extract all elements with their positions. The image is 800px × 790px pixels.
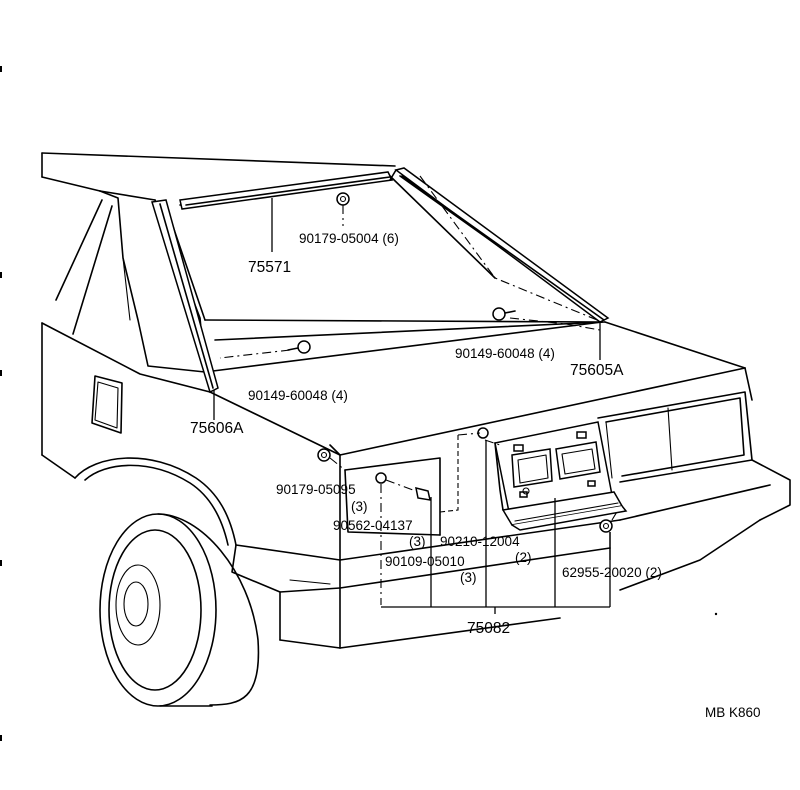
label-90562: 90562-04137 <box>333 518 413 533</box>
leader-lines <box>213 198 611 614</box>
label-90109-qty: (3) <box>460 570 477 585</box>
moulding-75606A <box>151 199 219 394</box>
diagram-code: MB K860 <box>705 705 761 720</box>
grommet-62955-icon <box>599 519 613 533</box>
moulding-75571 <box>179 171 394 210</box>
clip-90179-05004-icon <box>336 192 350 206</box>
label-90179-05095-qty: (3) <box>351 499 368 514</box>
assembly-lines <box>219 175 619 605</box>
clip-90179-05095b-icon <box>375 472 387 484</box>
label-90179-05095: 90179-05095 <box>276 482 356 497</box>
label-90210-qty: (2) <box>515 550 532 565</box>
label-90109: 90109-05010 <box>385 554 465 569</box>
clip-90149-left-icon <box>287 340 311 354</box>
clip-90179-05095-icon <box>317 448 331 462</box>
label-75082: 75082 <box>467 620 510 637</box>
part-labels: 75571 90179-05004 (6) 90149-60048 (4) 75… <box>190 231 761 720</box>
car-body <box>41 152 791 707</box>
label-62955: 62955-20020 (2) <box>562 565 662 580</box>
license-bracket-75082 <box>494 421 628 531</box>
label-90149-left: 90149-60048 (4) <box>248 388 348 403</box>
label-75605A: 75605A <box>570 362 624 379</box>
label-90149-right: 90149-60048 (4) <box>455 346 555 361</box>
label-75571: 75571 <box>248 259 291 276</box>
label-90562-qty: (3) <box>409 534 426 549</box>
clip-90149-right-icon <box>492 307 516 321</box>
margin-marks <box>0 66 718 741</box>
moulding-75605A <box>389 167 610 323</box>
label-90179-05004: 90179-05004 (6) <box>299 231 399 246</box>
label-75606A: 75606A <box>190 420 244 437</box>
label-90210: 90210-12004 <box>440 534 520 549</box>
screw-90562-icon <box>415 486 431 501</box>
